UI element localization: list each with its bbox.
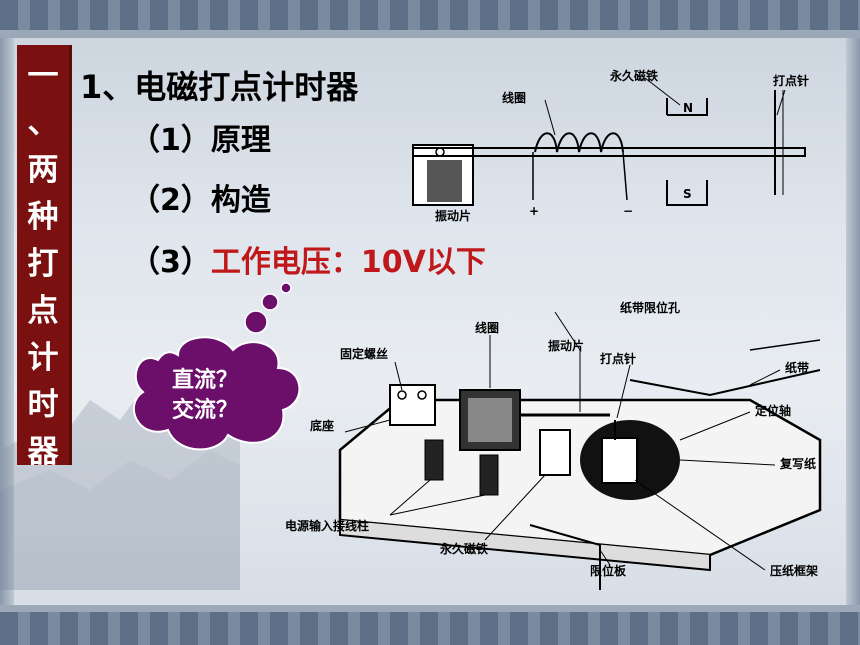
terminal-block [389,384,436,426]
pointer-terminal-1 [389,479,431,516]
bubble-dot-3 [244,310,268,334]
side-char: 器 [27,434,59,470]
paper-tape-shape [629,369,821,397]
right-border [846,38,860,605]
label-minus: − [623,204,633,218]
item-principle: （1）原理 [130,123,271,158]
fixing-screw-2 [417,390,427,400]
item-voltage-value: 工作电压：10V以下 [210,245,486,280]
side-char: 一 [27,58,59,94]
item-voltage: （3）工作电压：10V以下 [130,237,486,281]
section-side-title: 一 、 两 种 打 点 计 时 器 [17,45,72,470]
paper-press-frame-shape [601,437,638,484]
side-char: 、 [27,105,59,141]
base-front-face [339,520,711,572]
label-permanent-magnet: 永久磁铁 [439,541,488,556]
coil-shape [534,132,624,153]
bubble-line-dc: 直流？ [171,368,238,393]
limit-plate-shape [529,524,601,590]
label-stylus: 打点针 [600,351,636,366]
side-char: 打 [27,246,59,282]
label-positioning-shaft: 定位轴 [755,403,791,418]
bubble-dot-2 [261,293,279,311]
bottom-border-strip [0,605,860,612]
magnet-north-shape [666,98,708,116]
paper-tape-end [749,339,821,351]
fixing-screw-1 [397,390,407,400]
magnet-south-shape [666,180,708,206]
label-coil: 线圈 [502,90,526,105]
magnet-pointer [644,77,681,106]
stylus-pointer [776,89,786,116]
pointer-base [344,419,391,433]
item-structure: （2）构造 [130,183,271,218]
left-border [0,38,14,605]
label-base: 底座 [310,418,334,433]
coil-lead-minus [622,151,628,201]
label-coil: 线圈 [475,320,499,335]
side-char: 时 [27,387,59,423]
label-vibrating-reed: 振动片 [435,208,471,223]
pointer-paper-tape [749,369,781,386]
label-tape-limit-hole: 纸带限位孔 [620,300,680,315]
label-paper-press-frame: 压纸框架 [770,563,818,578]
bubble-cloud [132,336,301,451]
pointer-carbon-paper [679,459,776,466]
top-border-strip [0,30,860,38]
label-stylus: 打点针 [773,73,809,88]
pointer-press-frame [634,479,766,571]
terminal-post-2 [479,454,499,496]
pointer-fixing-screw [394,361,403,391]
pointer-tape-hole [554,311,581,351]
label-vibrating-reed: 振动片 [548,338,584,353]
item-voltage-prefix: （3） [130,245,211,280]
label-north: N [683,101,693,115]
label-permanent-magnet: 永久磁铁 [609,68,658,83]
side-char: 计 [27,340,59,376]
side-char: 种 [27,199,59,235]
side-char: 两 [27,152,59,188]
pointer-stylus [616,364,631,419]
pointer-positioning-shaft [679,411,751,441]
coil-core [468,398,512,442]
slide-heading: 1、电磁打点计时器 [80,68,359,106]
permanent-magnet-shape [539,429,571,476]
label-carbon-paper: 复写纸 [779,456,816,471]
top-border [0,0,860,30]
pointer-terminal-2 [389,494,486,516]
terminal-post-1 [424,439,444,481]
label-south: S [683,187,692,201]
vibrating-reed-bar [413,147,806,157]
coil-pointer [544,99,556,136]
side-char: 点 [27,293,59,329]
label-fixing-screw: 固定螺丝 [340,346,388,361]
structure-diagram: 纸带限位孔 线圈 固定螺丝 振动片 打点针 纸带 定位轴 底座 复写纸 电源输入… [285,300,822,590]
bubble-dot-1 [280,282,292,294]
principle-diagram: 线圈 永久磁铁 打点针 振动片 N S + − [412,68,809,223]
label-plus: + [529,204,539,218]
bubble-line-ac: 交流？ [171,398,238,423]
pointer-magnet [484,474,546,541]
thought-bubble [132,282,301,451]
reed-clamp-hatch [427,160,462,202]
label-power-terminals: 电源输入接线柱 [285,518,369,533]
label-limit-plate: 限位板 [590,563,627,578]
bubble-text: 直流？ 交流？ [155,366,255,426]
pointer-limit-plate [599,549,611,566]
label-paper-tape: 纸带 [785,360,809,375]
bottom-border [0,612,860,645]
